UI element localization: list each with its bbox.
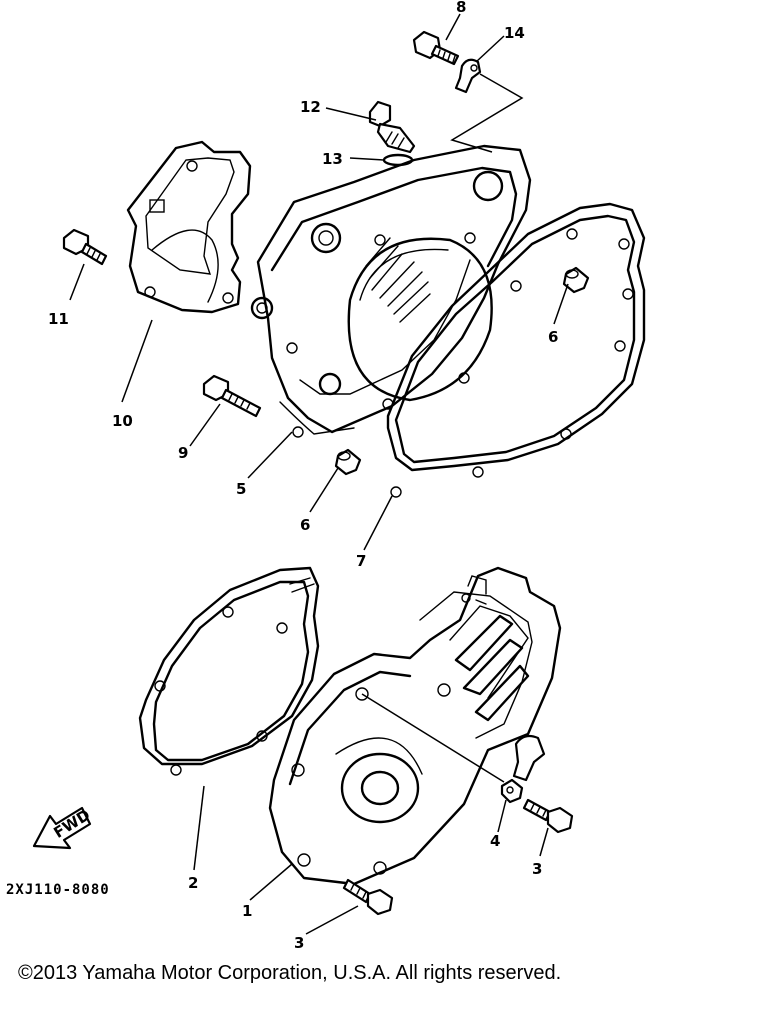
- callout-13: 13: [322, 150, 343, 168]
- callout-4: 4: [490, 832, 500, 850]
- callout-3-lower: 3: [294, 934, 304, 952]
- leader-lines: [69, 13, 569, 935]
- part-8-bolt: [412, 30, 460, 66]
- part-6-dowel-pin-upper: [562, 266, 590, 294]
- part-10-cover: [126, 140, 252, 314]
- callout-numbers: 8 14 12 13 11 10 9 5 6 6 7 2 1 3 4 3: [48, 0, 558, 952]
- part-3-bolt-lower: [342, 878, 394, 916]
- callout-9: 9: [178, 444, 188, 462]
- diagram-code: 2XJ110-8080: [6, 882, 110, 898]
- callout-5: 5: [236, 480, 246, 498]
- callout-14: 14: [504, 24, 525, 42]
- callout-1: 1: [242, 902, 252, 920]
- callout-6-lower: 6: [300, 516, 310, 534]
- part-14-clamp: [454, 58, 482, 94]
- fwd-label: FWD: [50, 806, 93, 842]
- callout-6-upper: 6: [548, 328, 558, 346]
- part-2-gasket: [138, 566, 320, 776]
- callout-11: 11: [48, 310, 69, 328]
- part-12-oil-plug: [368, 100, 416, 154]
- exploded-parts-diagram: FWD 8 14 12 13 11 10 9 5 6 6 7 2 1 3 4: [6, 0, 646, 952]
- part-9-bolt: [202, 374, 262, 418]
- part-4-clamp: [500, 734, 546, 804]
- part-6-dowel-pin-lower: [334, 448, 362, 476]
- part-11-bolt: [62, 228, 108, 266]
- copyright-notice: ©2013 Yamaha Motor Corporation, U.S.A. A…: [18, 962, 562, 984]
- part-1-crankcase-cover: [268, 566, 562, 886]
- callout-12: 12: [300, 98, 321, 116]
- callout-8: 8: [456, 0, 466, 16]
- part-3-bolt-right: [522, 798, 574, 834]
- callout-7: 7: [356, 552, 366, 570]
- callout-2: 2: [188, 874, 198, 892]
- fwd-arrow-icon: FWD: [32, 806, 93, 850]
- part-5-crankcase-cover: [250, 144, 532, 438]
- part-7-gasket: [382, 202, 646, 498]
- callout-3-right: 3: [532, 860, 542, 878]
- callout-10: 10: [112, 412, 133, 430]
